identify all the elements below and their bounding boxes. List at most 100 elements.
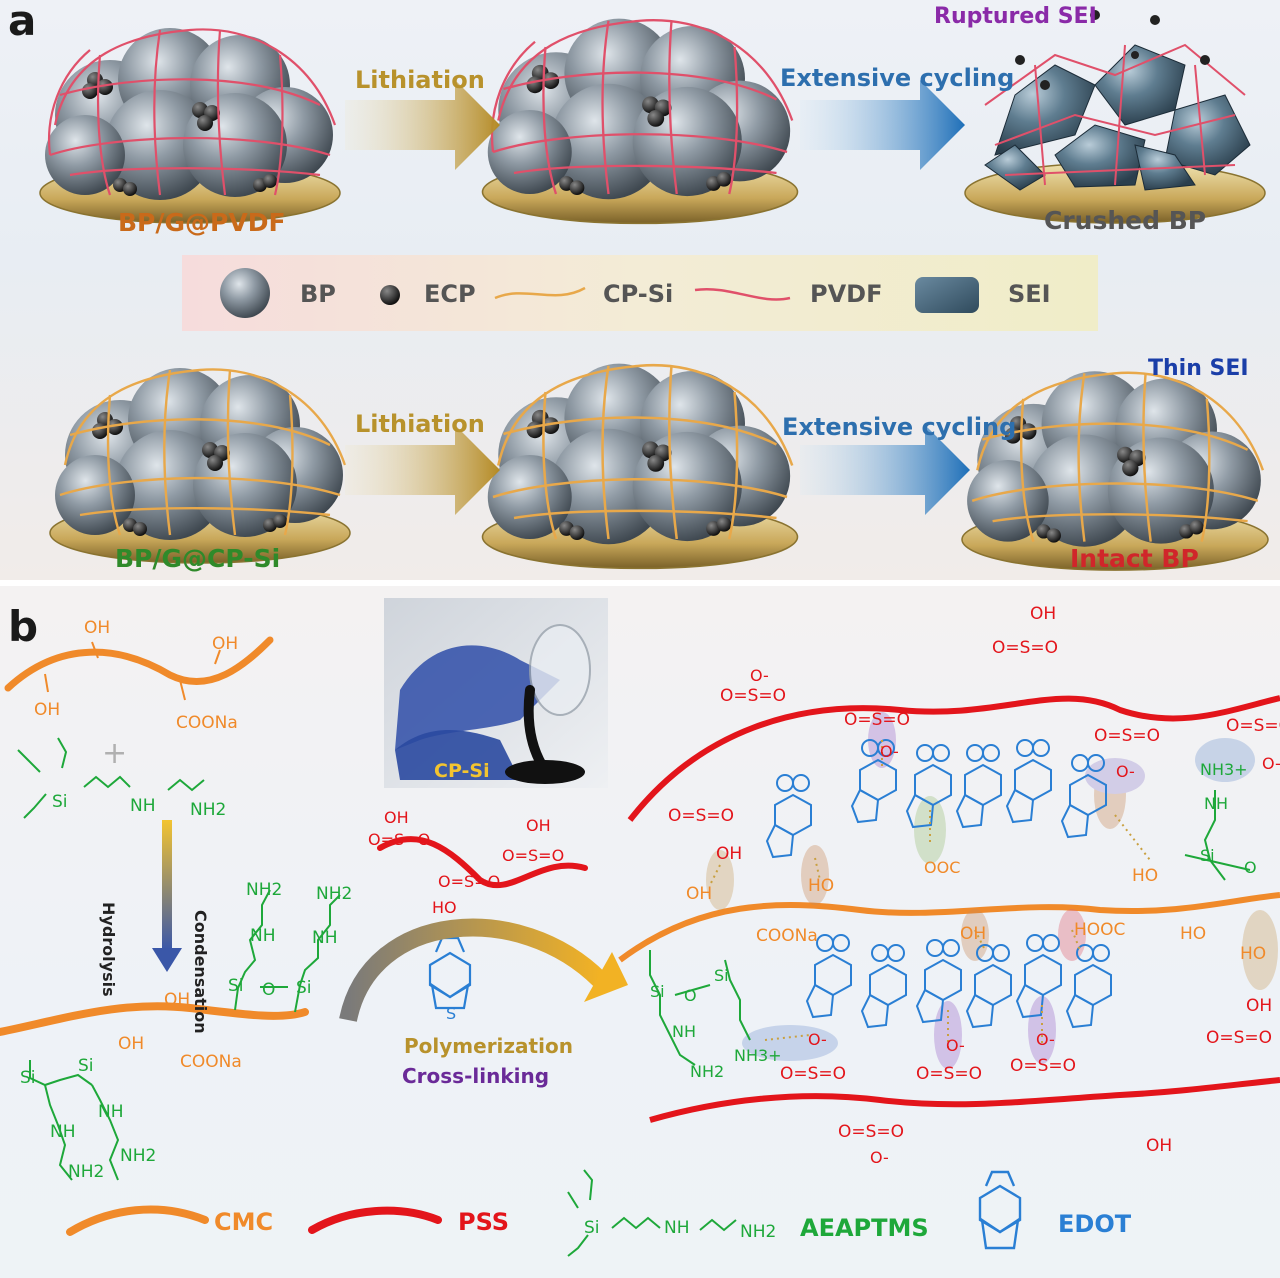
grafted-nh-3: NH — [98, 1102, 124, 1122]
grafted-nh-1: NH — [250, 926, 276, 946]
bp-cluster-cpsi-lithiated — [483, 364, 798, 569]
hydrolysis-label: Hydrolysis — [99, 902, 118, 997]
net-bot-oh-2: OH — [1146, 1136, 1172, 1156]
cycling-label-top: Extensive cycling — [780, 64, 1014, 92]
legend-edot-label: EDOT — [1058, 1210, 1131, 1238]
grafted-si-2: Si — [296, 978, 312, 998]
legend-aeaptms-si: Si — [584, 1218, 600, 1238]
grafted-si-4: Si — [78, 1056, 94, 1076]
net-cmc-coona: COONa — [756, 926, 818, 946]
grafted-si-1: Si — [228, 976, 244, 996]
pss-small-oh-1: OH — [384, 808, 409, 827]
net-bot-o-2: O- — [946, 1036, 965, 1055]
plus-icon: + — [102, 736, 127, 771]
silane-nh2: NH2 — [190, 800, 226, 820]
grafted-nh2-1: NH2 — [246, 880, 282, 900]
net-bot-o-1: O- — [808, 1030, 827, 1049]
cpsi-photo-label: CP-Si — [434, 760, 490, 782]
thin-sei-label: Thin SEI — [1148, 356, 1249, 381]
cmc-chain-grafted — [0, 1006, 305, 1032]
silane-nh: NH — [130, 796, 156, 816]
edot-monomer-s: S — [446, 1004, 456, 1023]
net-top-so3-6: O=S=O — [668, 806, 734, 826]
net-top-so3-5: O=S=O — [1226, 716, 1280, 736]
net-cmc-oh-1: OH — [686, 884, 712, 904]
legend-pss-label: PSS — [458, 1208, 509, 1236]
net-top-so3-1: O=S=O — [992, 638, 1058, 658]
vial — [530, 625, 590, 715]
net-sil-si-2: Si — [650, 982, 665, 1001]
pss-small-ho: HO — [432, 898, 457, 917]
legend-bp-label: BP — [300, 280, 336, 308]
net-sil-o-1: O — [1244, 858, 1257, 877]
net-cmc-oh-2: OH — [960, 924, 986, 944]
pss-small-so3-1: O=S=O — [368, 830, 430, 849]
ruptured-sei-label: Ruptured SEI — [934, 4, 1097, 29]
net-cmc-hooc: HOOC — [1074, 920, 1125, 940]
legend-aeaptms-swatch — [568, 1170, 736, 1256]
net-cmc-ho-1: HO — [808, 876, 834, 896]
pss-small-so3-3: O=S=O — [438, 872, 500, 891]
cmc-oh-2: OH — [212, 634, 238, 654]
net-bot-so3-1: O=S=O — [780, 1064, 846, 1084]
crosslinking-label: Cross-linking — [402, 1064, 549, 1088]
grafted-oh-1: OH — [164, 990, 190, 1010]
net-bot-so3-3: O=S=O — [1010, 1056, 1076, 1076]
net-cmc-ho-3: HO — [1180, 924, 1206, 944]
net-top-so3-2: O=S=O — [720, 686, 786, 706]
legend-ecp-swatch — [380, 285, 400, 305]
net-sil-nh-1: NH — [1204, 794, 1228, 813]
legend-aeaptms-nh: NH — [664, 1218, 690, 1238]
edot-monomer — [430, 938, 470, 1008]
pss-small-so3-2: O=S=O — [502, 846, 564, 865]
net-bot-oh-1: OH — [1246, 996, 1272, 1016]
net-cmc-ho-4: HO — [1240, 944, 1266, 964]
grafted-si-3: Si — [20, 1068, 36, 1088]
legend-ecp-label: ECP — [424, 280, 476, 308]
net-sil-nh3-1: NH3+ — [1200, 760, 1248, 779]
bp-cluster-pvdf-lithiated — [483, 19, 798, 224]
net-top-o-4: O- — [1262, 754, 1280, 773]
net-sil-nh2: NH2 — [690, 1062, 724, 1081]
grafted-nh2-3: NH2 — [120, 1146, 156, 1166]
cmc-oh-1: OH — [84, 618, 110, 638]
bp-g-cpsi-label: BP/G@CP-Si — [115, 544, 280, 573]
legend-bp-swatch — [220, 268, 270, 318]
cmc-coona: COONa — [176, 713, 238, 733]
legend-pvdf-label: PVDF — [810, 280, 882, 308]
grafted-nh-4: NH — [50, 1122, 76, 1142]
net-top-so3-4: O=S=O — [1094, 726, 1160, 746]
pss-chain-network-top — [630, 698, 1280, 820]
grafted-nh-2: NH — [312, 928, 338, 948]
pss-small-oh-2: OH — [526, 816, 551, 835]
net-top-oh-1: OH — [1030, 604, 1056, 624]
polymerization-label: Polymerization — [404, 1034, 573, 1058]
black-slurry-drop — [505, 760, 585, 784]
net-sil-nh3-2: NH3+ — [734, 1046, 782, 1065]
crushed-bp-label: Crushed BP — [1044, 206, 1206, 235]
legend-cpsi-label: CP-Si — [603, 280, 673, 308]
net-sil-si-1: Si — [1200, 846, 1215, 865]
polymerization-arrow — [348, 928, 600, 1020]
net-sil-o-2: O — [684, 986, 697, 1005]
net-top-o-3: O- — [1116, 762, 1135, 781]
bp-g-pvdf-label: BP/G@PVDF — [118, 208, 286, 237]
legend-edot-swatch — [980, 1172, 1020, 1248]
legend-pss-swatch — [312, 1211, 438, 1230]
hydrogen-bonds — [710, 740, 1150, 1050]
legend-aeaptms-nh2: NH2 — [740, 1222, 776, 1242]
net-bot-so3-5: O=S=O — [1206, 1028, 1272, 1048]
net-top-o-1: O- — [750, 666, 769, 685]
legend-sei-swatch — [915, 277, 979, 313]
grafted-nh2-4: NH2 — [68, 1162, 104, 1182]
lithiation-label-bottom: Lithiation — [355, 410, 485, 438]
net-top-so3-3: O=S=O — [844, 710, 910, 730]
net-bot-o-3: O- — [1036, 1030, 1055, 1049]
net-bot-so3-4: O=S=O — [838, 1122, 904, 1142]
cycling-arrow-top — [800, 80, 965, 170]
lithiation-arrow-bottom — [345, 425, 500, 515]
cmc-oh-3: OH — [34, 700, 60, 720]
legend-cmc-label: CMC — [214, 1208, 273, 1236]
silane-si: Si — [52, 792, 68, 812]
